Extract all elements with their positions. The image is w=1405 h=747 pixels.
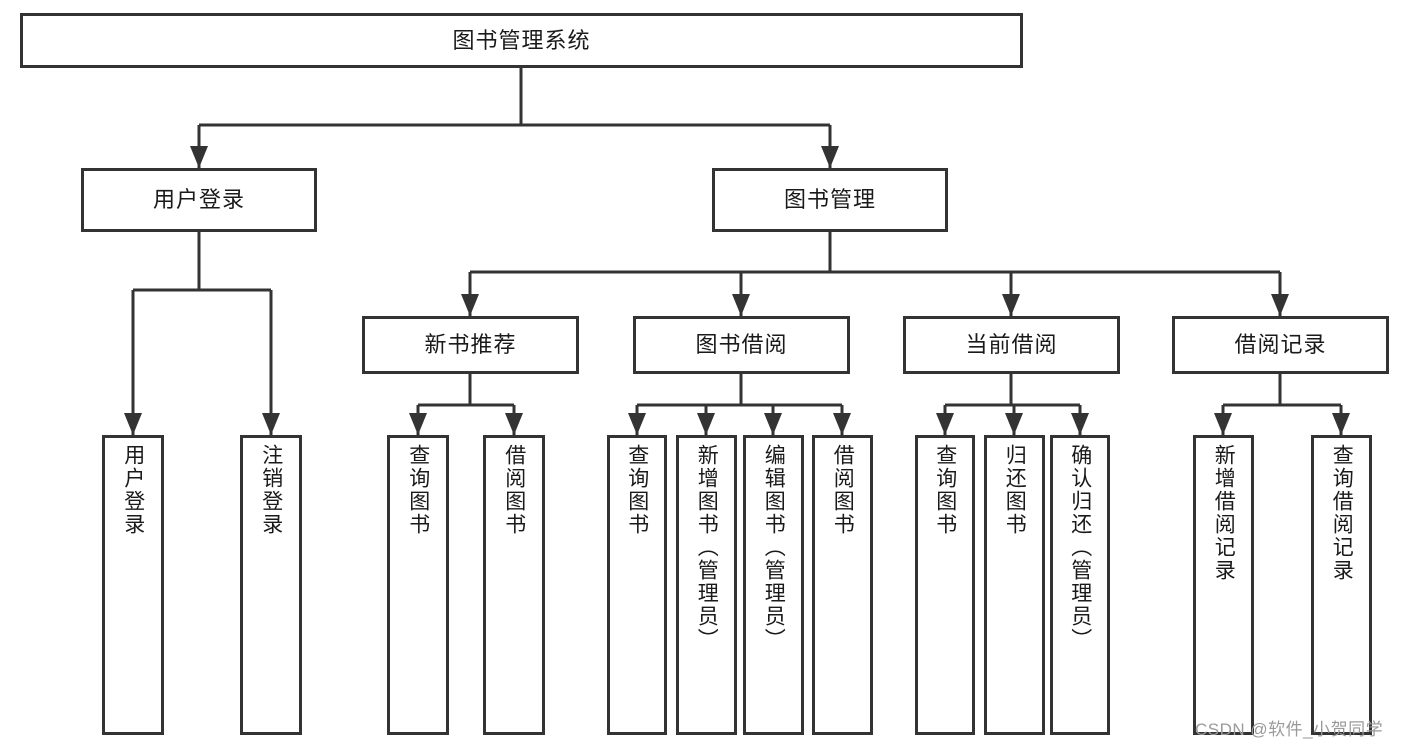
node-leaf-12[interactable]: 查询借阅记录: [1311, 435, 1372, 735]
node-label: 图书管理系统: [452, 27, 591, 53]
node-leaf-7[interactable]: 借阅图书: [812, 435, 873, 735]
node-label: 新书推荐: [424, 332, 517, 357]
arrowhead-icon: [1214, 413, 1232, 435]
node-label: 查询图书: [625, 444, 649, 536]
arrowhead-icon: [1271, 294, 1289, 316]
node-leaf-0[interactable]: 用户登录: [102, 435, 164, 735]
node-leaf-3[interactable]: 借阅图书: [483, 435, 545, 735]
node-label: 图书借阅: [695, 332, 788, 357]
node-level2-1[interactable]: 图书管理: [712, 168, 948, 232]
arrowhead-icon: [505, 413, 523, 435]
node-leaf-5[interactable]: 新增图书（管理员）: [676, 435, 737, 735]
arrowhead-icon: [936, 413, 954, 435]
node-label: 归还图书: [1003, 444, 1027, 536]
node-leaf-4[interactable]: 查询图书: [607, 435, 667, 735]
arrowhead-icon: [1071, 413, 1089, 435]
node-leaf-6[interactable]: 编辑图书（管理员）: [743, 435, 804, 735]
node-label: 查询借阅记录: [1330, 444, 1354, 582]
node-label: 用户登录: [152, 187, 245, 212]
arrowhead-icon: [697, 413, 715, 435]
node-label: 新增借阅记录: [1212, 444, 1236, 582]
arrowhead-icon: [1002, 294, 1020, 316]
node-label: 当前借阅: [965, 332, 1058, 357]
arrowhead-icon: [409, 413, 427, 435]
arrowhead-icon: [764, 413, 782, 435]
node-root[interactable]: 图书管理系统: [20, 13, 1023, 68]
arrowhead-icon: [1005, 413, 1023, 435]
node-label: 新增图书（管理员）: [695, 444, 719, 651]
node-leaf-2[interactable]: 查询图书: [387, 435, 449, 735]
arrowhead-icon: [124, 413, 142, 435]
arrowhead-icon: [262, 413, 280, 435]
node-label: 借阅图书: [502, 444, 526, 536]
node-label: 注销登录: [259, 444, 283, 536]
node-label: 借阅图书: [831, 444, 855, 536]
node-level3-0[interactable]: 新书推荐: [362, 316, 579, 374]
arrowhead-icon: [821, 146, 839, 168]
watermark-text: CSDN @软件_小贺同学: [1195, 720, 1384, 739]
node-leaf-10[interactable]: 确认归还（管理员）: [1050, 435, 1110, 735]
arrowhead-icon: [1332, 413, 1350, 435]
node-level3-2[interactable]: 当前借阅: [903, 316, 1120, 374]
node-leaf-11[interactable]: 新增借阅记录: [1193, 435, 1254, 735]
node-leaf-8[interactable]: 查询图书: [915, 435, 975, 735]
node-leaf-9[interactable]: 归还图书: [984, 435, 1045, 735]
node-level3-3[interactable]: 借阅记录: [1172, 316, 1389, 374]
node-label: 编辑图书（管理员）: [762, 444, 786, 651]
node-label: 查询图书: [933, 444, 957, 536]
arrowhead-icon: [461, 294, 479, 316]
arrowhead-icon: [833, 413, 851, 435]
node-label: 确认归还（管理员）: [1068, 444, 1092, 651]
node-label: 图书管理: [783, 187, 876, 212]
arrowhead-icon: [190, 146, 208, 168]
node-leaf-1[interactable]: 注销登录: [240, 435, 302, 735]
node-level2-0[interactable]: 用户登录: [81, 168, 317, 232]
arrowhead-icon: [628, 413, 646, 435]
node-label: 查询图书: [406, 444, 430, 536]
node-label: 用户登录: [121, 444, 145, 536]
arrowhead-icon: [732, 294, 750, 316]
node-label: 借阅记录: [1234, 332, 1327, 357]
node-level3-1[interactable]: 图书借阅: [633, 316, 850, 374]
